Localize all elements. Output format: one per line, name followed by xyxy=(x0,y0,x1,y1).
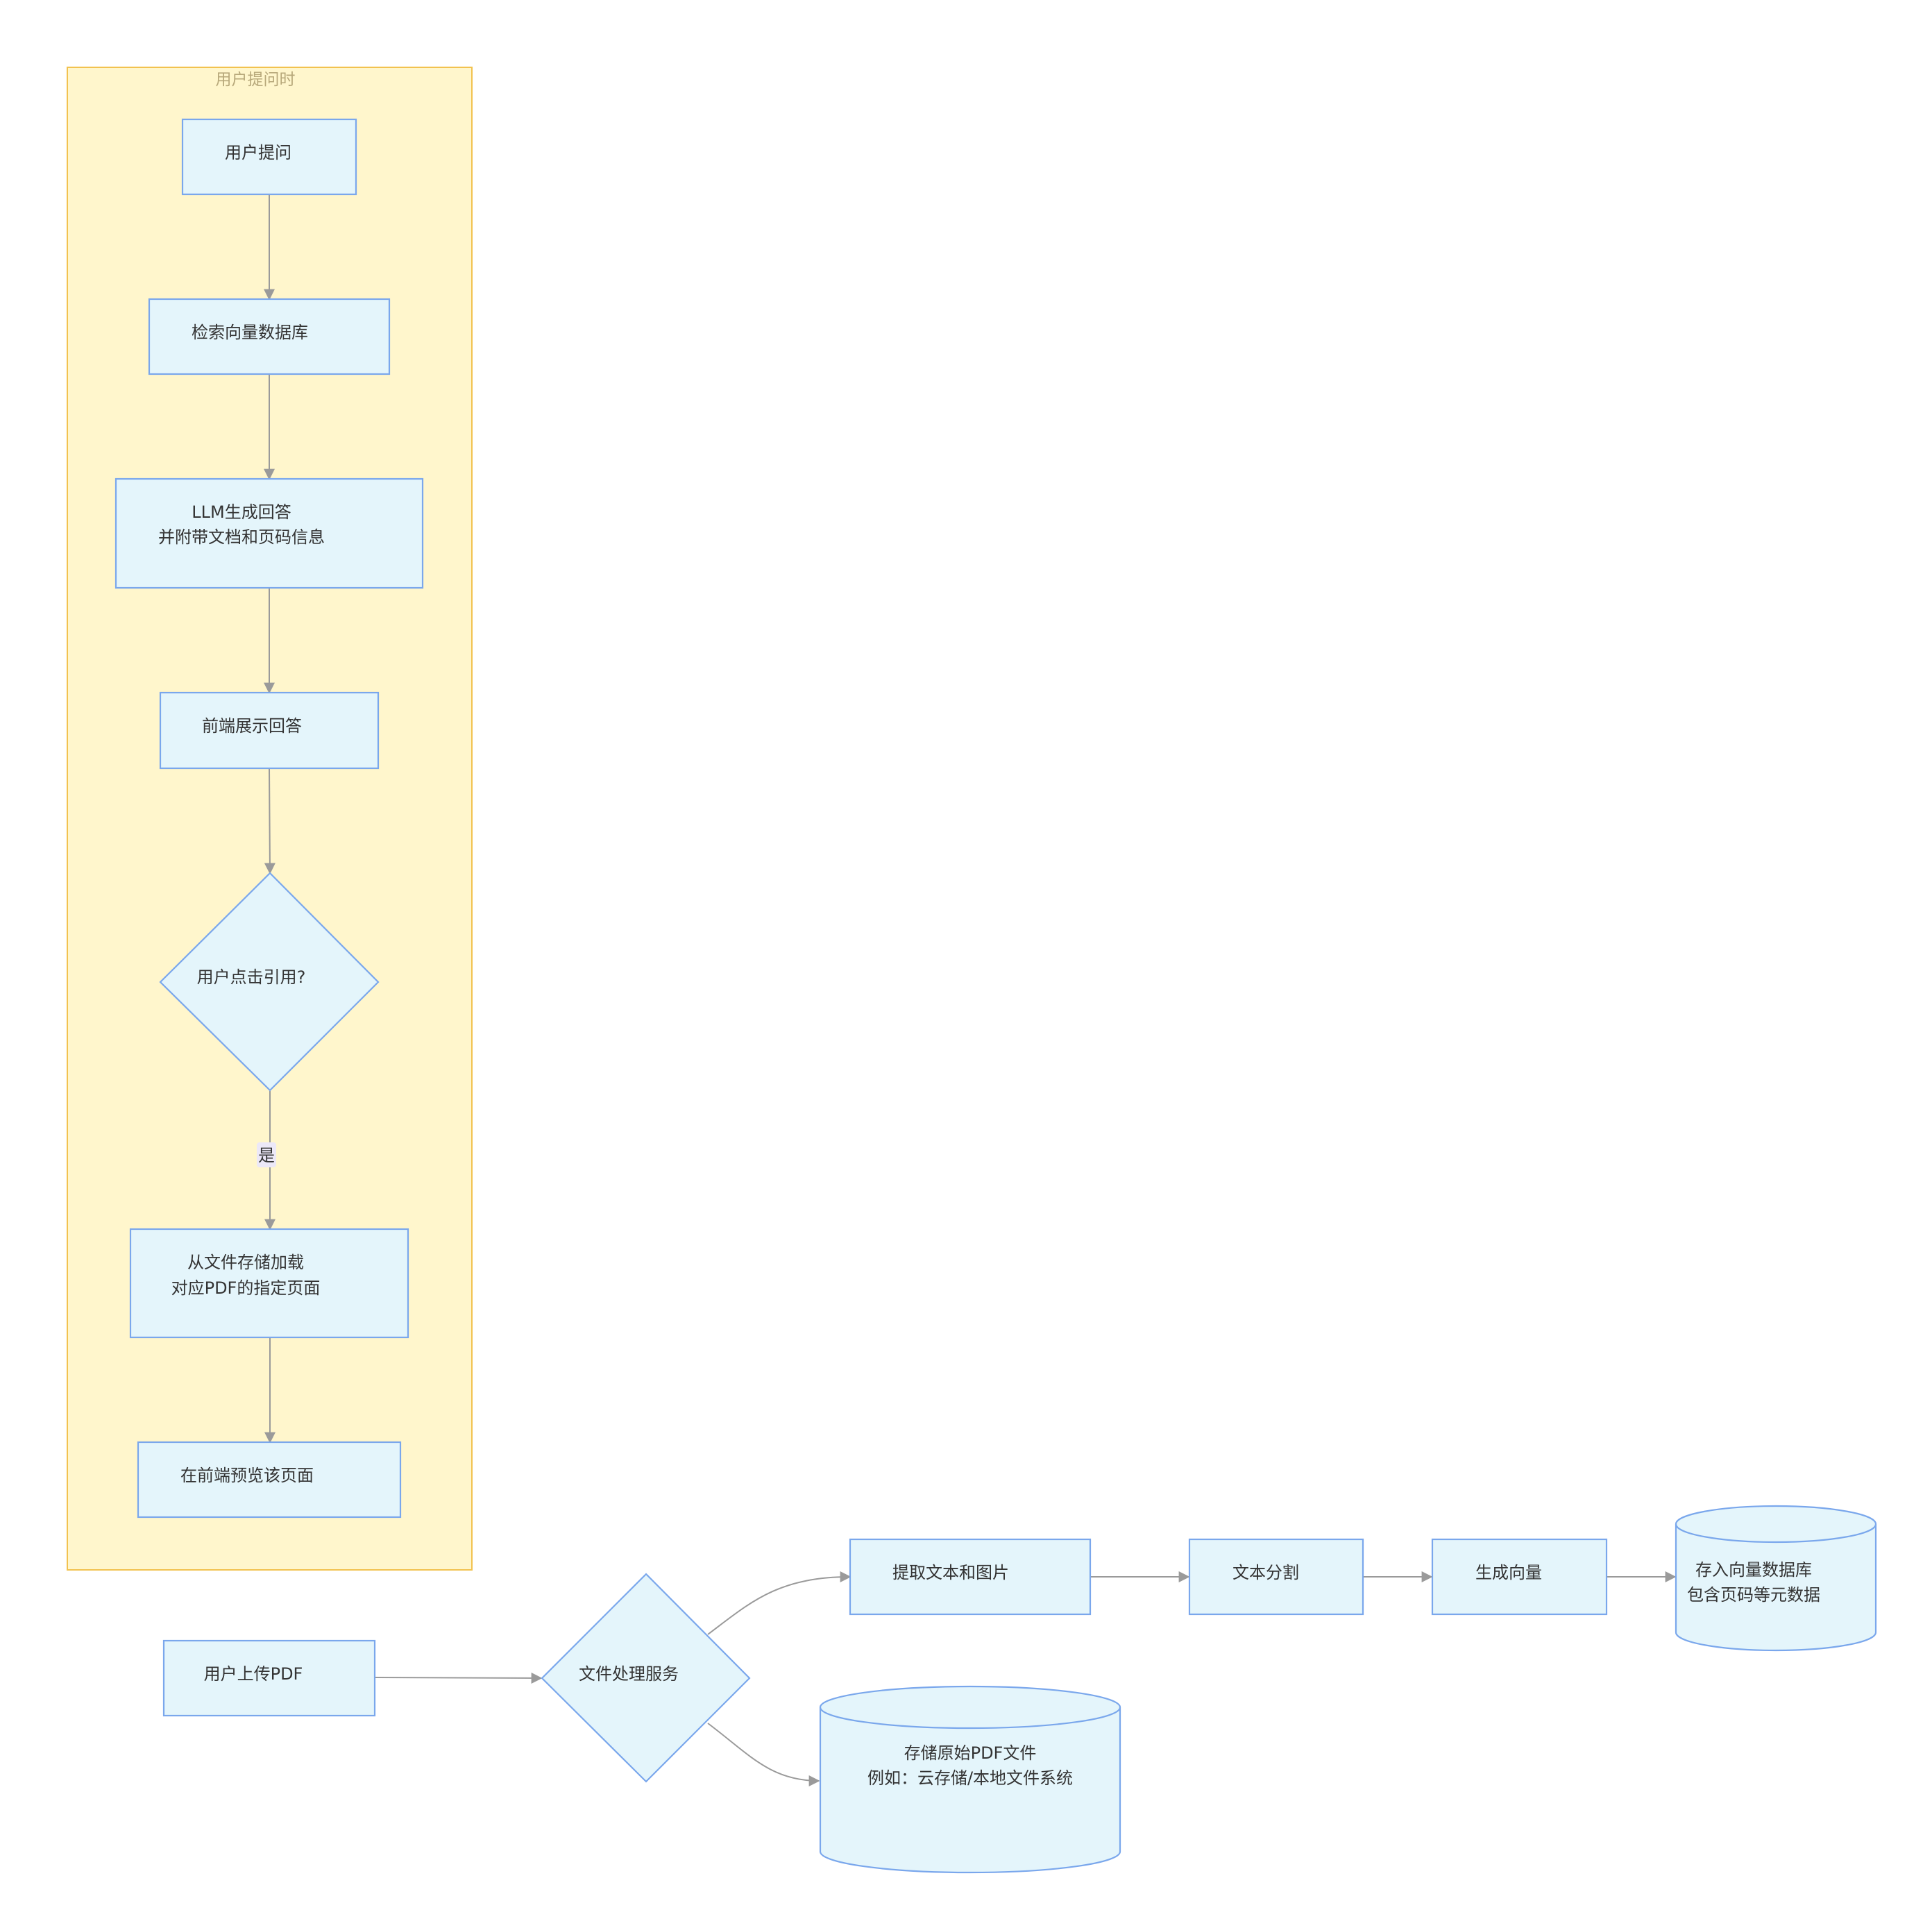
node-user-click-ref[interactable]: 用户点击引用? xyxy=(159,872,380,1092)
edge-label-yes-bg xyxy=(257,1142,276,1167)
node-preview-page-label: 在前端预览该页面 xyxy=(180,1466,314,1485)
node-split-box xyxy=(1188,1538,1364,1616)
node-user-ask[interactable]: 用户提问 xyxy=(181,118,357,196)
node-llm-answer-box xyxy=(115,477,424,589)
node-llm-answer-line2: 并附带文档和页码信息 xyxy=(158,527,325,547)
node-store-pdf-line2: 例如：云存储/本地文件系统 xyxy=(867,1768,1073,1788)
node-store-vector-line1: 存入向量数据库 xyxy=(1695,1560,1812,1580)
edge-label-yes-text: 是 xyxy=(258,1146,275,1165)
node-user-click-ref-diamond xyxy=(159,872,380,1092)
node-embed[interactable]: 生成向量 xyxy=(1431,1538,1608,1616)
node-extract-label: 提取文本和图片 xyxy=(892,1563,1009,1582)
node-store-vector[interactable]: 存入向量数据库 包含页码等元数据 xyxy=(1675,1505,1877,1652)
node-split-label: 文本分割 xyxy=(1232,1563,1299,1582)
node-load-pdf-page-box xyxy=(129,1228,409,1339)
cluster-title: 用户提问时 xyxy=(216,71,296,89)
node-preview-page-box xyxy=(137,1441,402,1519)
edges xyxy=(264,195,1677,1786)
node-embed-label: 生成向量 xyxy=(1475,1563,1542,1582)
edge-frontend-to-decision xyxy=(264,768,276,874)
node-split[interactable]: 文本分割 xyxy=(1188,1538,1364,1616)
node-search-vector-db-box xyxy=(148,298,391,375)
node-file-service[interactable]: 文件处理服务 xyxy=(541,1573,751,1783)
edge-label-yes: 是 xyxy=(257,1142,276,1167)
node-load-pdf-page-line2: 对应PDF的指定页面 xyxy=(171,1278,321,1298)
node-search-vector-db-label: 检索向量数据库 xyxy=(192,323,308,342)
node-extract[interactable]: 提取文本和图片 xyxy=(849,1538,1092,1616)
node-llm-answer[interactable]: LLM生成回答 并附带文档和页码信息 xyxy=(115,477,424,589)
node-user-ask-box xyxy=(181,118,357,196)
node-frontend-show-box xyxy=(159,691,380,770)
node-file-service-label: 文件处理服务 xyxy=(579,1664,679,1684)
node-store-pdf-cylinder-top xyxy=(819,1707,1121,1730)
node-load-pdf-page-line1: 从文件存储加载 xyxy=(187,1253,304,1272)
edge-service-to-extract xyxy=(707,1571,851,1635)
node-preview-page[interactable]: 在前端预览该页面 xyxy=(137,1441,402,1519)
edge-upload-to-service xyxy=(374,1672,543,1684)
node-file-service-diamond xyxy=(541,1573,751,1783)
node-llm-answer-line1: LLM生成回答 xyxy=(192,502,291,522)
node-store-pdf-line1: 存储原始PDF文件 xyxy=(904,1743,1037,1763)
node-load-pdf-page[interactable]: 从文件存储加载 对应PDF的指定页面 xyxy=(129,1228,409,1339)
node-extract-box xyxy=(849,1538,1092,1616)
node-user-upload-box xyxy=(162,1639,376,1717)
node-user-upload[interactable]: 用户上传PDF xyxy=(162,1639,376,1717)
node-frontend-show-label: 前端展示回答 xyxy=(202,716,302,736)
node-store-pdf-cylinder xyxy=(819,1685,1121,1874)
node-store-vector-line2: 包含页码等元数据 xyxy=(1687,1585,1820,1605)
node-store-vector-cylinder xyxy=(1675,1505,1877,1652)
node-user-ask-label: 用户提问 xyxy=(225,143,291,162)
node-search-vector-db[interactable]: 检索向量数据库 xyxy=(148,298,391,375)
node-user-upload-label: 用户上传PDF xyxy=(204,1664,303,1684)
node-store-pdf[interactable]: 存储原始PDF文件 例如：云存储/本地文件系统 xyxy=(819,1685,1121,1874)
node-frontend-show[interactable]: 前端展示回答 xyxy=(159,691,380,770)
node-user-click-ref-label: 用户点击引用? xyxy=(197,967,306,987)
node-store-vector-cylinder-top xyxy=(1675,1523,1877,1544)
node-embed-box xyxy=(1431,1538,1608,1616)
edge-service-to-store-pdf xyxy=(707,1723,820,1786)
